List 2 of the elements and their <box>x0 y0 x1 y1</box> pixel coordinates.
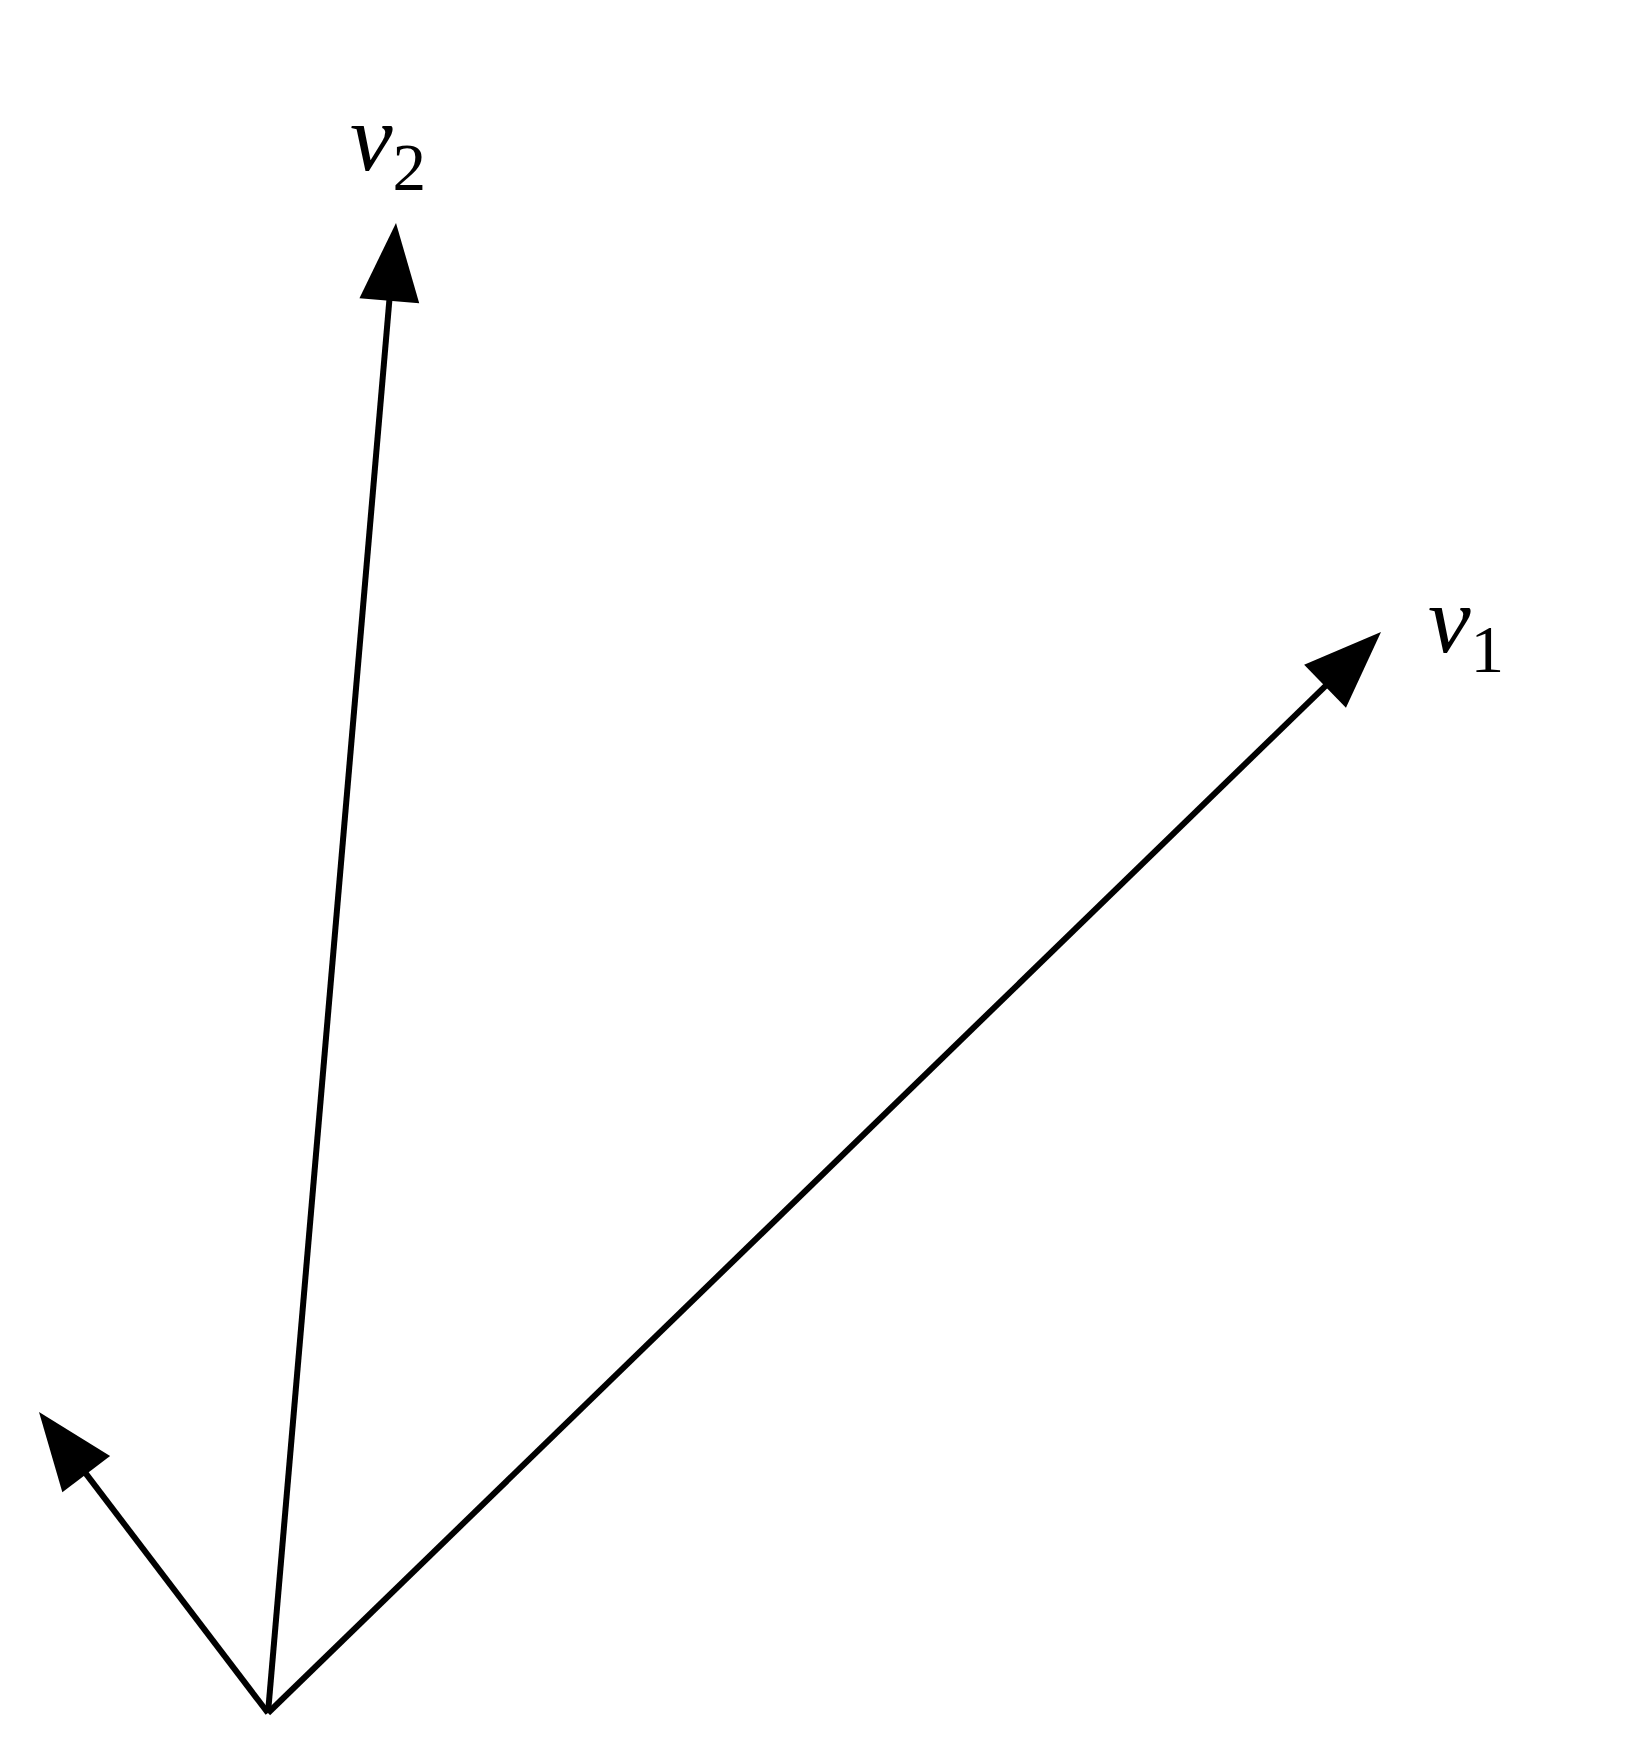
vector-label: v$_{2}$ <box>350 90 427 202</box>
vector-label: v$_{1}$ <box>1428 572 1505 684</box>
